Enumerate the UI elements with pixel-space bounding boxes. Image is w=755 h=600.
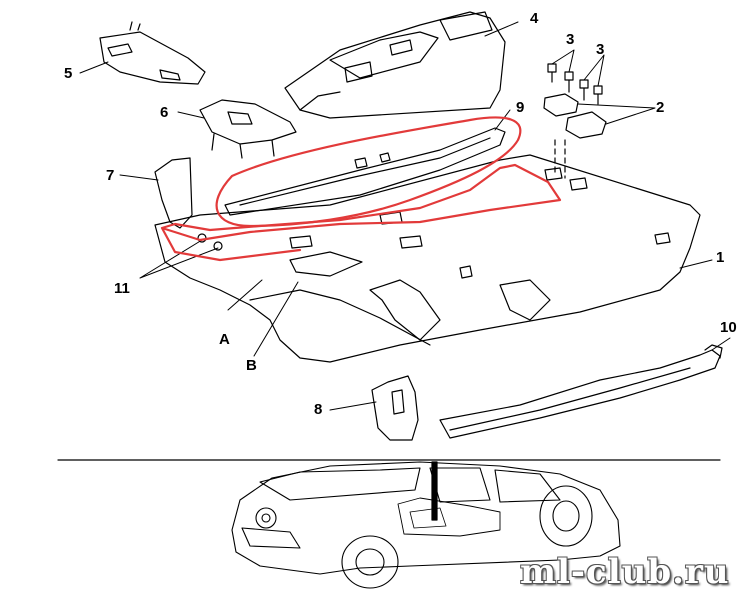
callout-9: 9 xyxy=(516,99,525,116)
callout-3b: 3 xyxy=(596,41,605,58)
part-4-center-console xyxy=(284,11,506,119)
vehicle-pillar-marker xyxy=(431,461,438,521)
highlight-outline-lower xyxy=(160,163,562,262)
part-10-long-sill xyxy=(439,344,723,439)
callout-4: 4 xyxy=(530,10,539,27)
part-6-bracket xyxy=(199,99,297,159)
callout-3a: 3 xyxy=(566,31,575,48)
part-9-sill-trim xyxy=(224,127,506,216)
part-8-lower-panel xyxy=(371,375,419,441)
callout-6: 6 xyxy=(160,104,169,121)
callout-A: A xyxy=(219,331,230,348)
vehicle-silhouette xyxy=(231,461,621,589)
leader-lines xyxy=(79,21,731,411)
callout-8: 8 xyxy=(314,401,323,418)
callout-5: 5 xyxy=(64,65,73,82)
callout-11: 11 xyxy=(114,280,130,297)
callout-7: 7 xyxy=(106,167,115,184)
part-2-clips xyxy=(543,93,607,179)
callout-1: 1 xyxy=(716,249,725,266)
watermark-text: ml-club.ru xyxy=(520,552,730,592)
part-7-side-panel xyxy=(154,157,193,229)
callout-B: B xyxy=(246,357,257,374)
part-5-bracket xyxy=(99,21,206,85)
callout-10: 10 xyxy=(720,319,737,336)
part-3-screws xyxy=(547,63,603,105)
callout-2: 2 xyxy=(656,99,665,116)
